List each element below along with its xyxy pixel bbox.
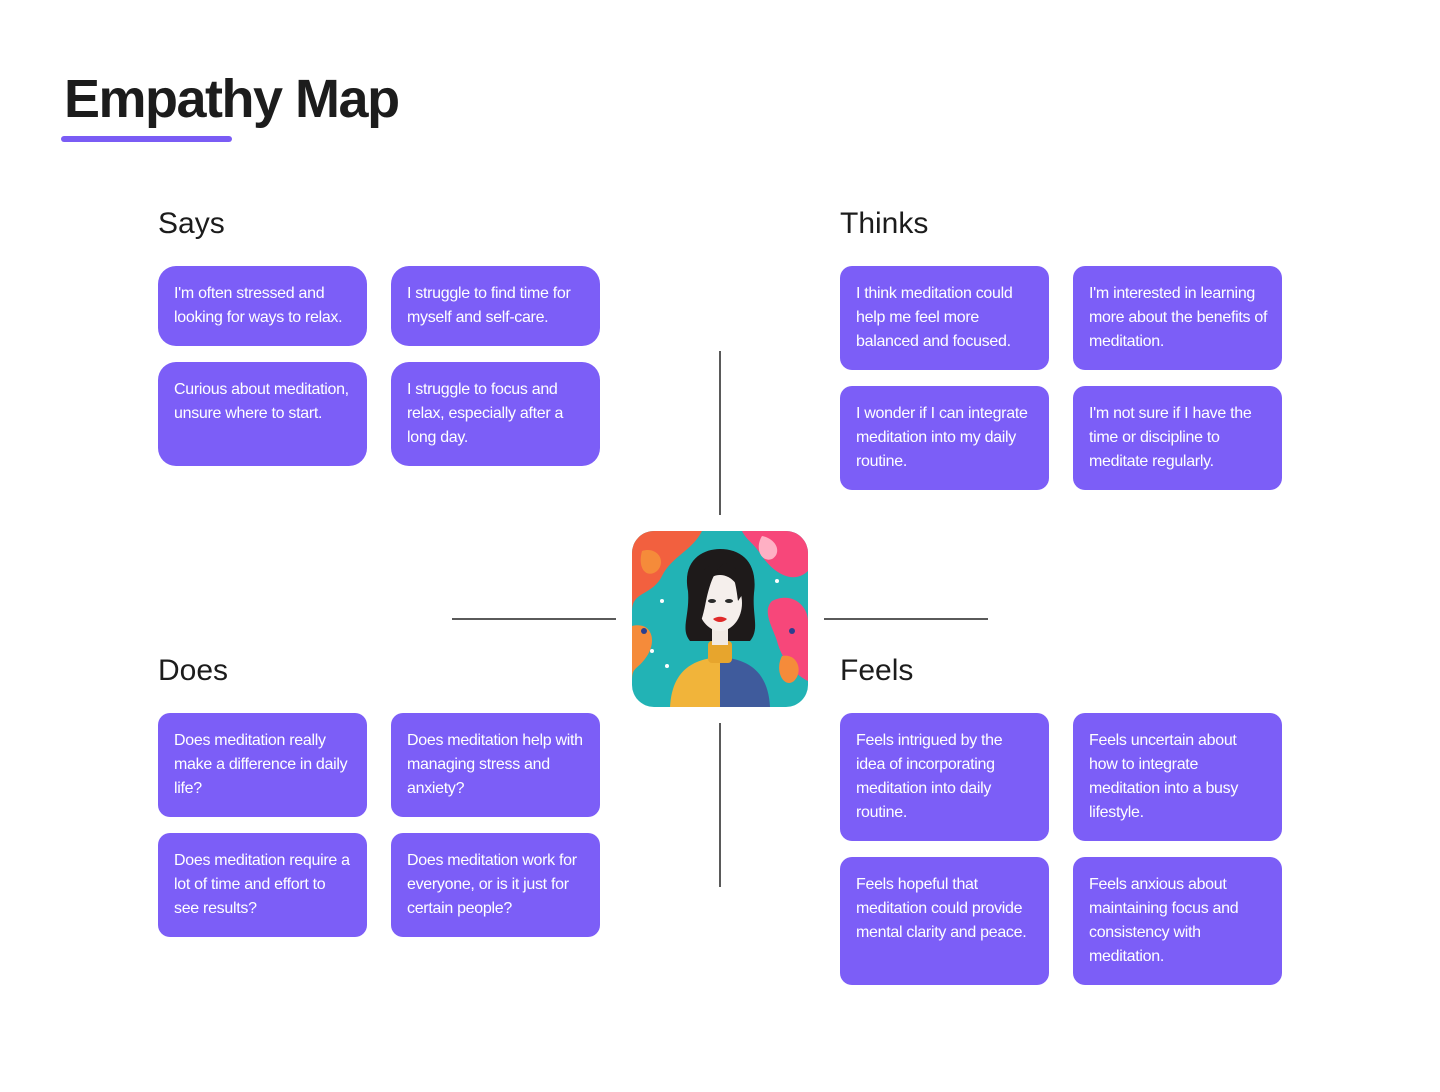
divider-bottom bbox=[719, 723, 721, 887]
says-heading: Says bbox=[158, 207, 225, 240]
does-card-3: Does meditation require a lot of time an… bbox=[158, 833, 367, 937]
says-card-2: I struggle to find time for myself and s… bbox=[391, 266, 600, 346]
thinks-card-1: I think meditation could help me feel mo… bbox=[840, 266, 1049, 370]
feels-card-2: Feels uncertain about how to integrate m… bbox=[1073, 713, 1282, 841]
says-card-1: I'm often stressed and looking for ways … bbox=[158, 266, 367, 346]
persona-avatar bbox=[632, 531, 808, 707]
thinks-card-2: I'm interested in learning more about th… bbox=[1073, 266, 1282, 370]
title-underline bbox=[61, 136, 232, 142]
feels-card-1: Feels intrigued by the idea of incorpora… bbox=[840, 713, 1049, 841]
does-card-4: Does meditation work for everyone, or is… bbox=[391, 833, 600, 937]
divider-left bbox=[452, 618, 616, 620]
divider-right bbox=[824, 618, 988, 620]
feels-card-3: Feels hopeful that meditation could prov… bbox=[840, 857, 1049, 985]
says-card-4: I struggle to focus and relax, especiall… bbox=[391, 362, 600, 466]
thinks-heading: Thinks bbox=[840, 207, 929, 240]
says-card-3: Curious about meditation, unsure where t… bbox=[158, 362, 367, 466]
does-card-1: Does meditation really make a difference… bbox=[158, 713, 367, 817]
feels-card-4: Feels anxious about maintaining focus an… bbox=[1073, 857, 1282, 985]
page-title: Empathy Map bbox=[64, 69, 400, 129]
thinks-card-4: I'm not sure if I have the time or disci… bbox=[1073, 386, 1282, 490]
divider-top bbox=[719, 351, 721, 515]
persona-illustration-icon bbox=[632, 531, 808, 707]
does-heading: Does bbox=[158, 654, 229, 687]
does-card-2: Does meditation help with managing stres… bbox=[391, 713, 600, 817]
thinks-card-3: I wonder if I can integrate meditation i… bbox=[840, 386, 1049, 490]
feels-heading: Feels bbox=[840, 654, 914, 687]
